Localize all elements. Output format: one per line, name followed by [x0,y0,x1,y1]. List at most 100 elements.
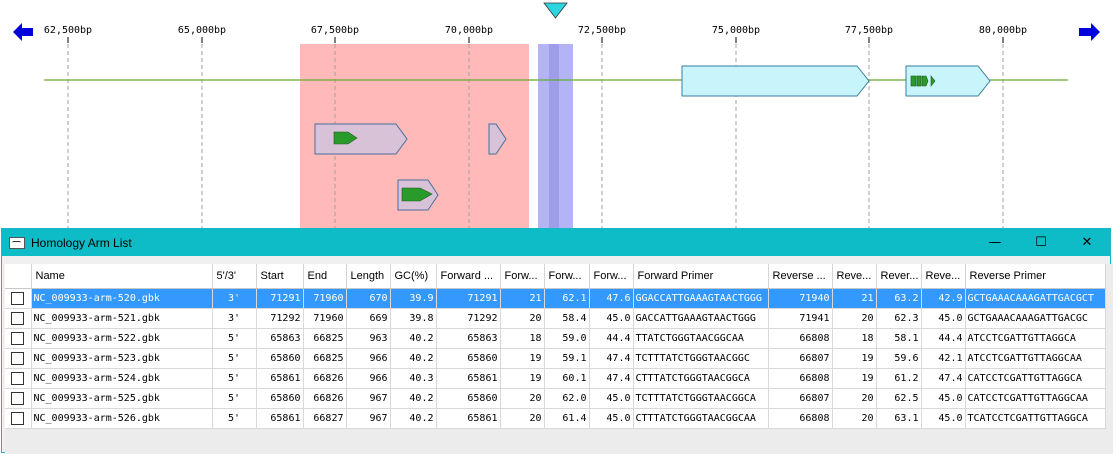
column-header[interactable]: GC(%) [390,264,437,289]
row-checkbox[interactable] [11,392,25,405]
table-cell: 19 [500,348,545,369]
row-checkbox-cell [5,288,32,309]
table-cell: 967 [346,408,391,429]
tick-label: 70,000bp [445,25,493,36]
homology-arm-list-window[interactable]: Homology Arm List — ☐ ✕ Name 5'/3' Start… [1,228,1113,454]
column-header[interactable]: Length [346,264,391,289]
table-cell: 62.5 [876,388,922,409]
table-cell: 20 [500,308,545,329]
table-cell: NC_009933-arm-521.gbk [31,308,213,329]
table-cell: 65863 [256,328,304,349]
table-cell: 5' [212,328,257,349]
table-cell: NC_009933-arm-520.gbk [31,288,213,309]
column-header[interactable]: End [303,264,347,289]
row-checkbox-cell [5,388,32,409]
table-cell: 66826 [303,368,347,389]
genome-view[interactable]: 62,500bp 65,000bp 67,500bp 70,000bp 72,5… [0,0,1116,228]
column-header[interactable]: Forw... [500,264,545,289]
scroll-left-arrow-icon[interactable] [13,23,33,41]
table-cell: 966 [346,348,391,369]
column-header[interactable]: Rever... [876,264,922,289]
table-cell: 47.6 [589,288,634,309]
column-header[interactable]: Forward ... [436,264,501,289]
row-checkbox[interactable] [11,412,25,425]
table-cell: 3' [212,308,257,329]
window-titlebar[interactable]: Homology Arm List — ☐ ✕ [2,229,1110,256]
column-header[interactable]: Start [256,264,304,289]
gene-feature[interactable] [488,123,507,155]
table-cell: NC_009933-arm-526.gbk [31,408,213,429]
table-cell: 45.0 [921,308,966,329]
gene-feature[interactable] [681,65,870,97]
table-cell: 5' [212,388,257,409]
window-title: Homology Arm List [31,235,132,250]
column-header[interactable]: Reve... [832,264,877,289]
scroll-right-arrow-icon[interactable] [1079,23,1100,41]
column-header[interactable]: Name [31,264,213,289]
homology-arm-table-container[interactable]: Name 5'/3' Start End Length GC(%) Forwar… [5,264,1113,454]
tick-label: 80,000bp [979,25,1027,36]
table-cell: 21 [832,288,877,309]
column-header[interactable]: 5'/3' [212,264,257,289]
close-button[interactable]: ✕ [1081,235,1093,250]
column-header[interactable]: Reve... [921,264,966,289]
column-header-select[interactable] [5,264,32,289]
table-cell: 71292 [436,308,501,329]
column-header[interactable]: Forward Primer [633,264,769,289]
maximize-button[interactable]: ☐ [1035,235,1047,250]
table-cell: 58.1 [876,328,922,349]
table-cell: 5' [212,368,257,389]
table-cell: GCTGAAACAAAGATTGACGC [965,308,1106,329]
row-checkbox-cell [5,308,32,329]
table-cell: 61.4 [544,408,590,429]
table-cell: 967 [346,388,391,409]
table-cell: 45.0 [589,308,634,329]
table-cell: 18 [832,328,877,349]
minimize-button[interactable]: — [988,235,1002,250]
selection-band-core [549,44,559,228]
table-cell: 71960 [303,308,347,329]
table-cell: 66825 [303,328,347,349]
row-checkbox[interactable] [11,292,25,305]
column-header[interactable]: Forw... [544,264,590,289]
tick-marks [67,37,1004,43]
column-header[interactable]: Reverse ... [768,264,833,289]
table-cell: 3' [212,288,257,309]
row-checkbox-cell [5,348,32,369]
tick-label: 62,500bp [44,25,92,36]
tick-label: 72,500bp [578,25,626,36]
gene-feature[interactable] [314,123,408,155]
table-cell: 45.0 [921,408,966,429]
table-cell: NC_009933-arm-523.gbk [31,348,213,369]
table-cell: 20 [832,308,877,329]
column-header[interactable]: Forw... [589,264,634,289]
cds-block[interactable] [333,131,358,145]
row-checkbox[interactable] [11,332,25,345]
row-checkbox[interactable] [11,372,25,385]
table-cell: 45.0 [589,408,634,429]
column-header[interactable]: Reverse Primer [965,264,1106,289]
position-marker-icon[interactable] [543,2,568,19]
table-cell: 40.2 [390,408,437,429]
table-cell: 66826 [303,388,347,409]
table-cell: 65860 [436,388,501,409]
table-cell: 71940 [768,288,833,309]
gene-feature[interactable] [905,65,991,97]
table-cell: 65861 [436,368,501,389]
homology-arm-table: Name 5'/3' Start End Length GC(%) Forwar… [5,264,1106,429]
table-cell: TTATCTGGGTAACGGCAA [633,328,769,349]
cds-block[interactable] [910,75,936,87]
table-cell: 65861 [256,408,304,429]
table-cell: 47.4 [921,368,966,389]
cds-block[interactable] [401,187,433,202]
tick-label: 77,500bp [845,25,893,36]
row-checkbox[interactable] [11,312,25,325]
row-checkbox[interactable] [11,352,25,365]
